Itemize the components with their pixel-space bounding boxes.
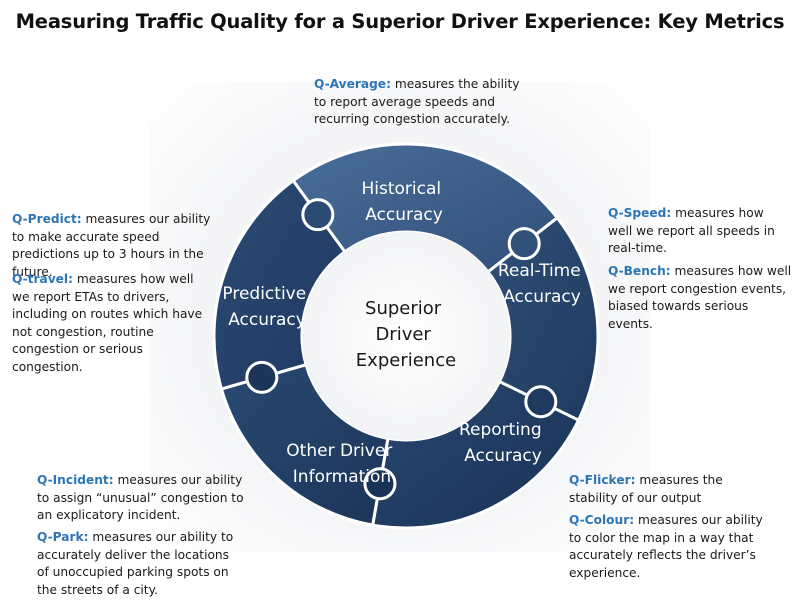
note-q-flicker: Q-Flicker: measures the stability of our… <box>569 473 723 505</box>
segment-realtime-label: Real-Time Accuracy <box>498 261 586 307</box>
page-title: Measuring Traffic Quality for a Superior… <box>15 10 785 33</box>
ring-segments <box>212 142 600 530</box>
center-disc <box>302 232 510 440</box>
note-q-average: Q-Average: measures the ability to repor… <box>314 77 520 126</box>
puzzle-knob-realtime-reporting <box>524 385 558 419</box>
ring-labels: Historical Accuracy Real-Time Accuracy R… <box>222 179 586 487</box>
note-q-speed: Q-Speed: measures how well we report all… <box>608 206 775 255</box>
puzzle-knob-predictive-historical <box>301 198 335 232</box>
note-q-predict: Q-Predict: measures our ability to make … <box>12 212 211 279</box>
segment-historical-label: Historical Accuracy <box>361 179 446 225</box>
puzzle-knob-historical-realtime <box>507 227 541 261</box>
note-q-travel: Q-travel: measures how well we report ET… <box>12 272 203 374</box>
note-q-park: Q-Park: measures our ability to accurate… <box>37 530 234 597</box>
note-q-bench: Q-Bench: measures how well we report con… <box>608 264 792 331</box>
center-label: Superior Driver Experience <box>356 298 456 371</box>
puzzle-knob-reporting-other <box>363 467 397 501</box>
segment-predictive-label: Predictive Accuracy <box>222 284 311 330</box>
note-q-colour: Q-Colour: measures our ability to color … <box>569 513 763 580</box>
segment-other-label: Other Driver Information <box>286 441 397 487</box>
segment-reporting-label: Reporting Accuracy <box>459 420 547 466</box>
note-q-incident: Q-Incident: measures our ability to assi… <box>37 473 244 522</box>
puzzle-knob-other-predictive <box>245 360 279 394</box>
